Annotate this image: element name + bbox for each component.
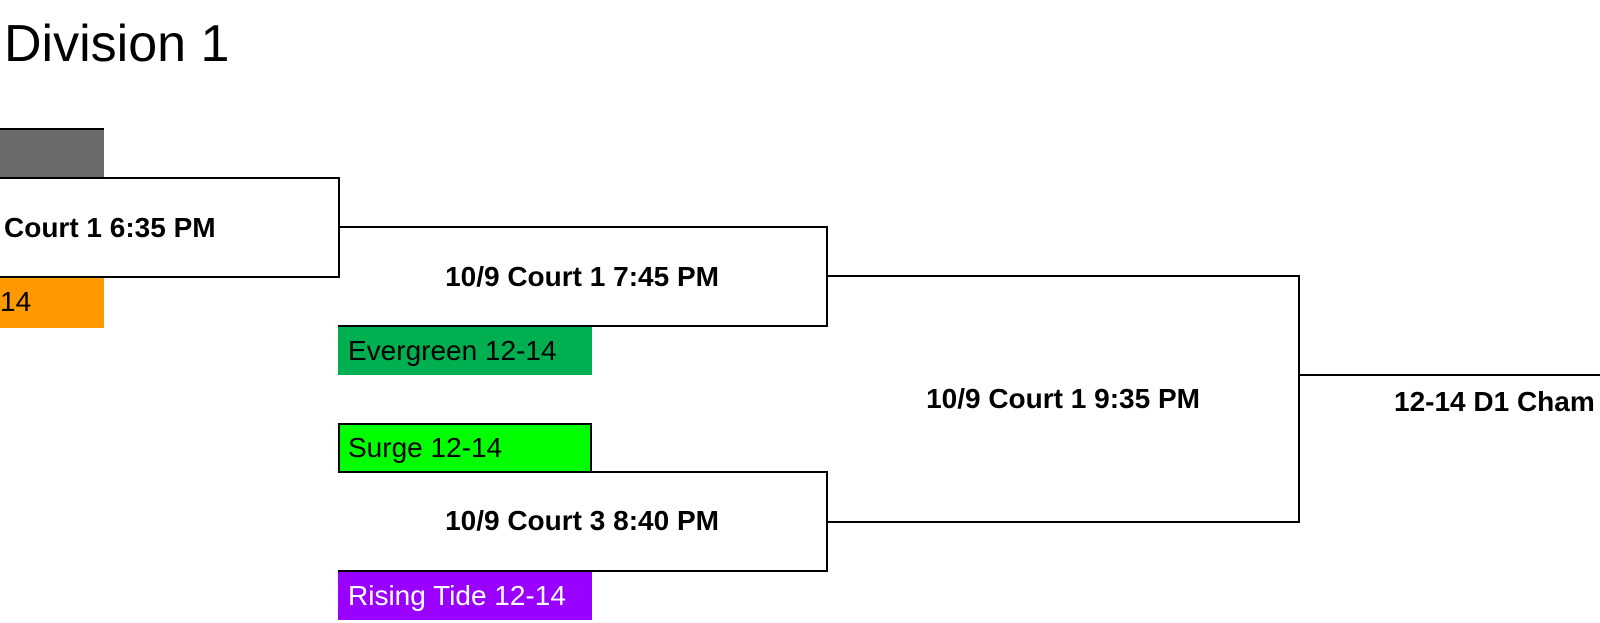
game-round2-lower: 10/9 Court 3 8:40 PM bbox=[445, 505, 719, 536]
team-rising-tide: Rising Tide 12-14 bbox=[338, 572, 592, 620]
game-round1: Court 1 6:35 PM bbox=[4, 212, 216, 243]
team-label: Rising Tide 12-14 bbox=[348, 580, 566, 611]
bracket-line bbox=[826, 226, 828, 327]
team-label: Evergreen 12-14 bbox=[348, 335, 557, 366]
final-label: 12-14 D1 Cham bbox=[1394, 386, 1595, 417]
team-surge: Surge 12-14 bbox=[338, 423, 592, 473]
bracket-line bbox=[340, 226, 828, 228]
bracket-line bbox=[0, 177, 340, 179]
bracket-line bbox=[1298, 275, 1300, 523]
bracket-line bbox=[828, 275, 1300, 277]
bracket-line bbox=[590, 471, 828, 473]
bracket-line bbox=[826, 471, 828, 572]
team-label: Surge 12-14 bbox=[348, 432, 503, 463]
team-slot-orange: 14 bbox=[0, 278, 104, 328]
game-round2-upper: 10/9 Court 1 7:45 PM bbox=[445, 261, 719, 292]
bracket-line bbox=[1300, 374, 1600, 376]
game-semifinal: 10/9 Court 1 9:35 PM bbox=[926, 383, 1200, 414]
team-label: 14 bbox=[0, 286, 32, 317]
page-title: Division 1 bbox=[4, 15, 230, 73]
bracket-line bbox=[338, 325, 828, 327]
bracket-line bbox=[338, 177, 340, 278]
bracket-line bbox=[0, 276, 340, 278]
bracket-line bbox=[828, 521, 1300, 523]
team-slot-tbd bbox=[0, 128, 104, 178]
team-evergreen: Evergreen 12-14 bbox=[338, 327, 592, 375]
bracket-line bbox=[338, 570, 828, 572]
